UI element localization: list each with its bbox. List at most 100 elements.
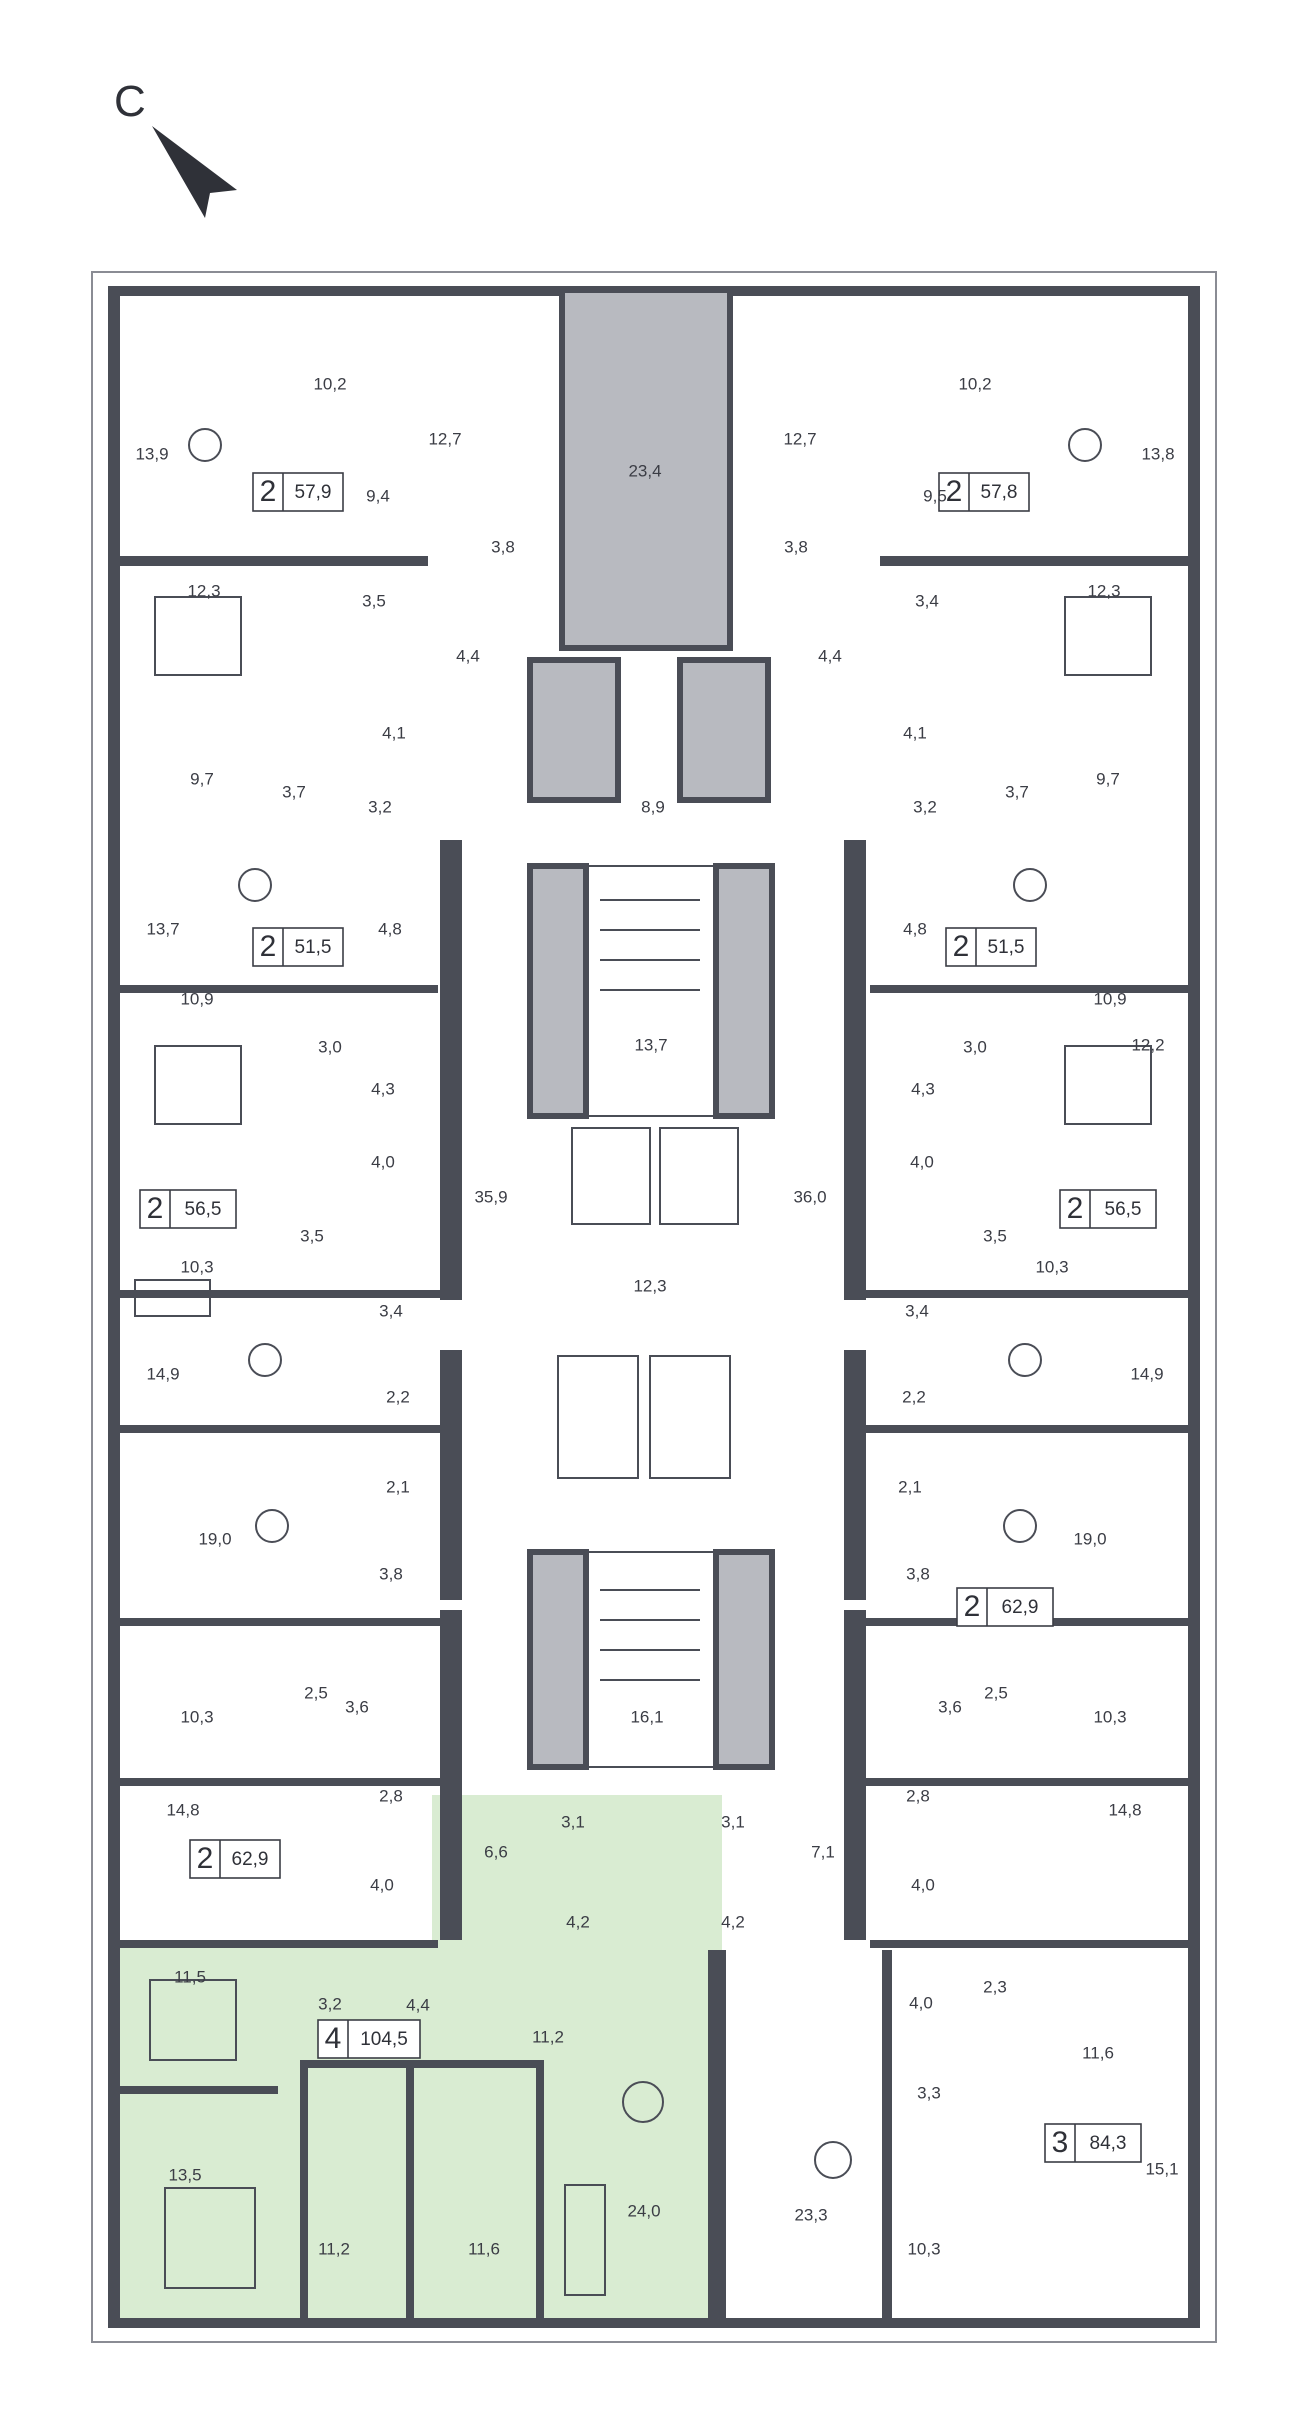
room-area-label: 10,3: [907, 2239, 940, 2258]
outer-wall-bottom: [108, 2318, 1200, 2328]
room-area-label: 19,0: [198, 1529, 231, 1548]
room-area-label: 4,0: [371, 1152, 395, 1171]
outer-wall-right: [1188, 286, 1200, 2328]
room-area-label: 4,8: [903, 919, 927, 938]
apartment-4-walls: [118, 2060, 544, 2328]
room-area-label: 4,3: [911, 1079, 935, 1098]
north-arrow-icon: С: [114, 77, 237, 218]
partition-walls: [108, 556, 1200, 1948]
room-area-label: 3,2: [913, 797, 937, 816]
room-area-label: 14,8: [166, 1800, 199, 1819]
apartment-badge-box: [317, 2019, 421, 2059]
room-area-label: 3,7: [282, 782, 306, 801]
room-area-label: 12,7: [428, 429, 461, 448]
room-area-label: 3,0: [318, 1037, 342, 1056]
room-area-label: 12,3: [187, 581, 220, 600]
apartment-badge-box: [938, 472, 1030, 512]
apartment-badge-box: [956, 1587, 1054, 1627]
room-area-label: 10,3: [1035, 1257, 1068, 1276]
apartment-rooms: 2: [147, 1192, 164, 1225]
room-area-label: 12,7: [783, 429, 816, 448]
apartment-highlight: [118, 1795, 722, 2323]
room-area-label: 9,5: [923, 486, 947, 505]
room-area-label: 4,3: [371, 1079, 395, 1098]
room-area-label: 3,1: [721, 1812, 745, 1831]
room-area-label: 3,4: [905, 1301, 929, 1320]
room-area-label: 2,1: [386, 1477, 410, 1496]
room-area-label: 12,3: [1087, 581, 1120, 600]
room-area-label: 35,9: [474, 1187, 507, 1206]
room-area-label: 15,1: [1145, 2159, 1178, 2178]
elevator-a: [571, 1127, 651, 1225]
room-area-label: 23,4: [628, 461, 661, 480]
apartment-badge-box: [189, 1839, 281, 1879]
room-area-label: 4,4: [406, 1995, 430, 2014]
room-area-label: 12,3: [633, 1276, 666, 1295]
room-area-label: 14,9: [1130, 1364, 1163, 1383]
room-area-label: 2,3: [983, 1977, 1007, 1996]
sofa-icon: [134, 1279, 606, 2296]
room-area-label: 8,9: [641, 797, 665, 816]
room-area-label: 4,0: [909, 1993, 933, 2012]
shaft-right-mid: [713, 863, 775, 1119]
room-area-label: 3,4: [379, 1301, 403, 1320]
stairs-icon: [600, 899, 700, 1681]
room-area-label: 2,2: [902, 1387, 926, 1406]
room-area-label: 11,2: [318, 2239, 350, 2258]
apartment-area: 62,9: [1002, 1597, 1039, 1618]
room-area-label: 3,5: [300, 1226, 324, 1245]
room-area-label: 2,2: [386, 1387, 410, 1406]
room-area-label: 4,0: [911, 1875, 935, 1894]
room-area-label: 9,7: [190, 769, 214, 788]
apartment-rooms: 2: [964, 1590, 981, 1623]
room-area-label: 36,0: [793, 1187, 826, 1206]
outer-wall-left: [108, 286, 120, 2328]
room-area-label: 19,0: [1073, 1529, 1106, 1548]
room-area-label: 6,6: [484, 1842, 508, 1861]
room-area-label: 4,8: [378, 919, 402, 938]
room-area-label: 3,6: [345, 1697, 369, 1716]
core-room-top: [559, 287, 733, 651]
apartment-rooms: 2: [197, 1842, 214, 1875]
stairs-top: [585, 865, 717, 1117]
apartment-rooms: 2: [1067, 1192, 1084, 1225]
shaft-left-low: [527, 1549, 589, 1770]
apartment-badge-box: [1044, 2123, 1142, 2163]
room-area-label: 4,1: [903, 723, 927, 742]
room-area-label: 3,5: [983, 1226, 1007, 1245]
compass-arrow: [152, 126, 237, 218]
apartment-rooms: 2: [260, 475, 277, 508]
room-area-label: 10,2: [313, 374, 346, 393]
apartment-badge-box: [252, 472, 344, 512]
apartment-rooms: 2: [260, 930, 277, 963]
room-area-label: 3,8: [906, 1564, 930, 1583]
room-area-label: 14,9: [146, 1364, 179, 1383]
room-area-label: 4,2: [566, 1912, 590, 1931]
shaft-right-low: [713, 1549, 775, 1770]
room-area-label: 2,5: [304, 1683, 328, 1702]
apartment-area: 62,9: [232, 1849, 269, 1870]
room-area-label: 13,8: [1141, 444, 1174, 463]
room-area-label: 16,1: [630, 1707, 663, 1726]
room-area-label: 10,9: [180, 989, 213, 1008]
room-area-label: 24,0: [627, 2201, 660, 2220]
room-area-label: 4,1: [382, 723, 406, 742]
room-area-label: 4,4: [456, 646, 480, 665]
room-area-label: 3,2: [368, 797, 392, 816]
table-chairs-icon: [188, 428, 1102, 2179]
room-area-label: 3,4: [915, 591, 939, 610]
shaft-left-top: [527, 657, 621, 803]
corridor-walls: [440, 840, 892, 2328]
room-area-label: 13,5: [168, 2165, 201, 2184]
